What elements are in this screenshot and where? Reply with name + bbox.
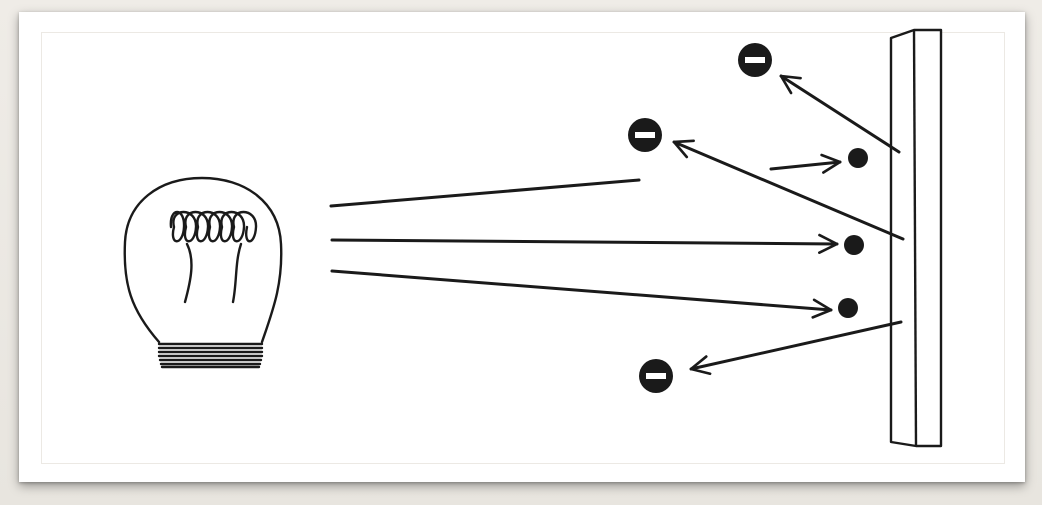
minus-icon: [635, 132, 655, 138]
electron-top: [738, 43, 772, 77]
light-ray-middle: [330, 233, 839, 254]
light-ray-upper: [329, 178, 641, 208]
minus-icon: [745, 57, 765, 63]
filament-left-wire: [183, 242, 193, 304]
light-rays: [329, 178, 839, 319]
electron-bottom: [639, 359, 673, 393]
ejection-arrow-bottom: [689, 320, 903, 376]
incident-arrow-short: [769, 153, 842, 174]
plate-particle: [838, 298, 858, 318]
photoelectric-diagram: [123, 28, 943, 448]
ejection-paths: [672, 74, 905, 376]
filament-coil-icon: [169, 210, 258, 243]
ejection-arrow-top: [779, 74, 901, 154]
plate-particles: [838, 148, 868, 318]
plate-particle: [848, 148, 868, 168]
plate-particle: [844, 235, 864, 255]
bulb-glass: [123, 176, 283, 344]
ejection-arrow-middle: [672, 139, 905, 241]
light-bulb: [123, 176, 283, 369]
metal-plate: [889, 28, 943, 448]
minus-icon: [646, 373, 666, 379]
diagram-card: [19, 12, 1025, 482]
filament-right-wire: [231, 242, 243, 304]
inner-frame: [41, 32, 1005, 464]
electron-middle: [628, 118, 662, 152]
light-ray-lower: [330, 269, 833, 319]
